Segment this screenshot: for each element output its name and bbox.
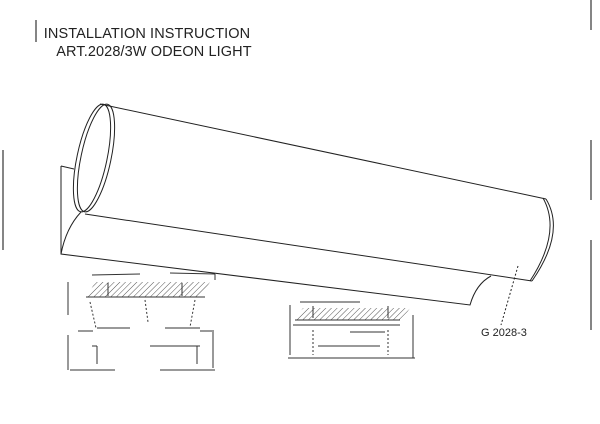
lamp-body xyxy=(84,103,554,282)
lamp-illustration xyxy=(60,103,554,326)
leader-line xyxy=(500,265,519,326)
title-line-1: INSTALLATION INSTRUCTION xyxy=(43,26,251,42)
mounting-diagram-2 xyxy=(288,301,415,359)
title-line-2: ART.2028/3W ODEON LIGHT xyxy=(56,44,252,60)
part-label: G 2028-3 xyxy=(481,327,527,339)
wall-bracket xyxy=(60,165,492,306)
mounting-diagram-1 xyxy=(67,272,216,371)
lamp-end-cap xyxy=(72,103,112,213)
scan-page-edges xyxy=(2,0,592,330)
